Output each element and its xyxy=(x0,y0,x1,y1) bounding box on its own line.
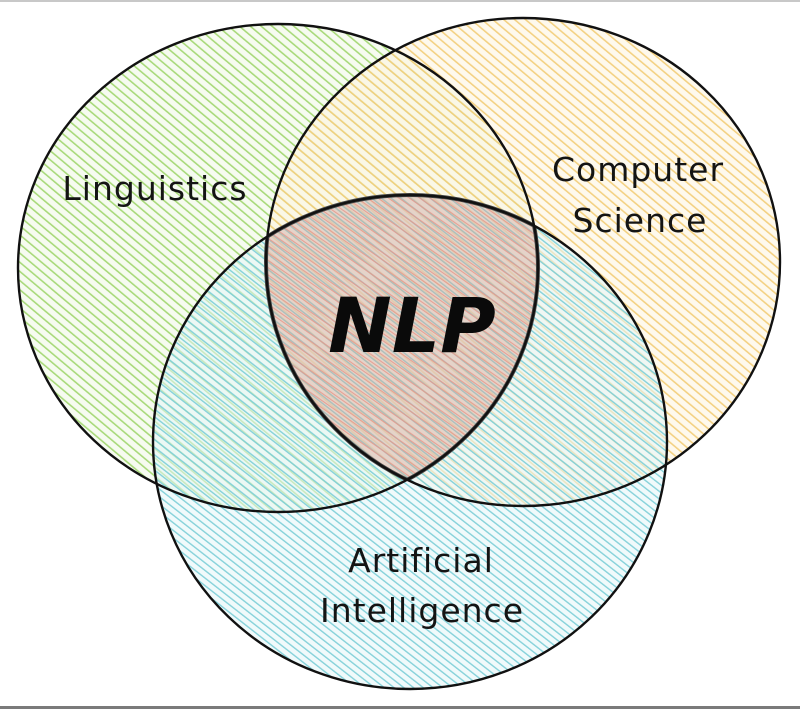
bottom-border xyxy=(0,706,800,709)
linguistics-outline xyxy=(16,22,540,514)
artificial-intelligence-outline xyxy=(151,193,669,691)
label-intelligence: Intelligence xyxy=(320,591,524,630)
computer-science-outline xyxy=(264,16,782,508)
top-border xyxy=(0,0,800,2)
label-science: Science xyxy=(573,201,708,240)
label-nlp: NLP xyxy=(328,281,496,370)
label-linguistics: Linguistics xyxy=(62,169,247,208)
label-computer: Computer xyxy=(552,150,724,189)
label-artificial: Artificial xyxy=(348,541,494,580)
